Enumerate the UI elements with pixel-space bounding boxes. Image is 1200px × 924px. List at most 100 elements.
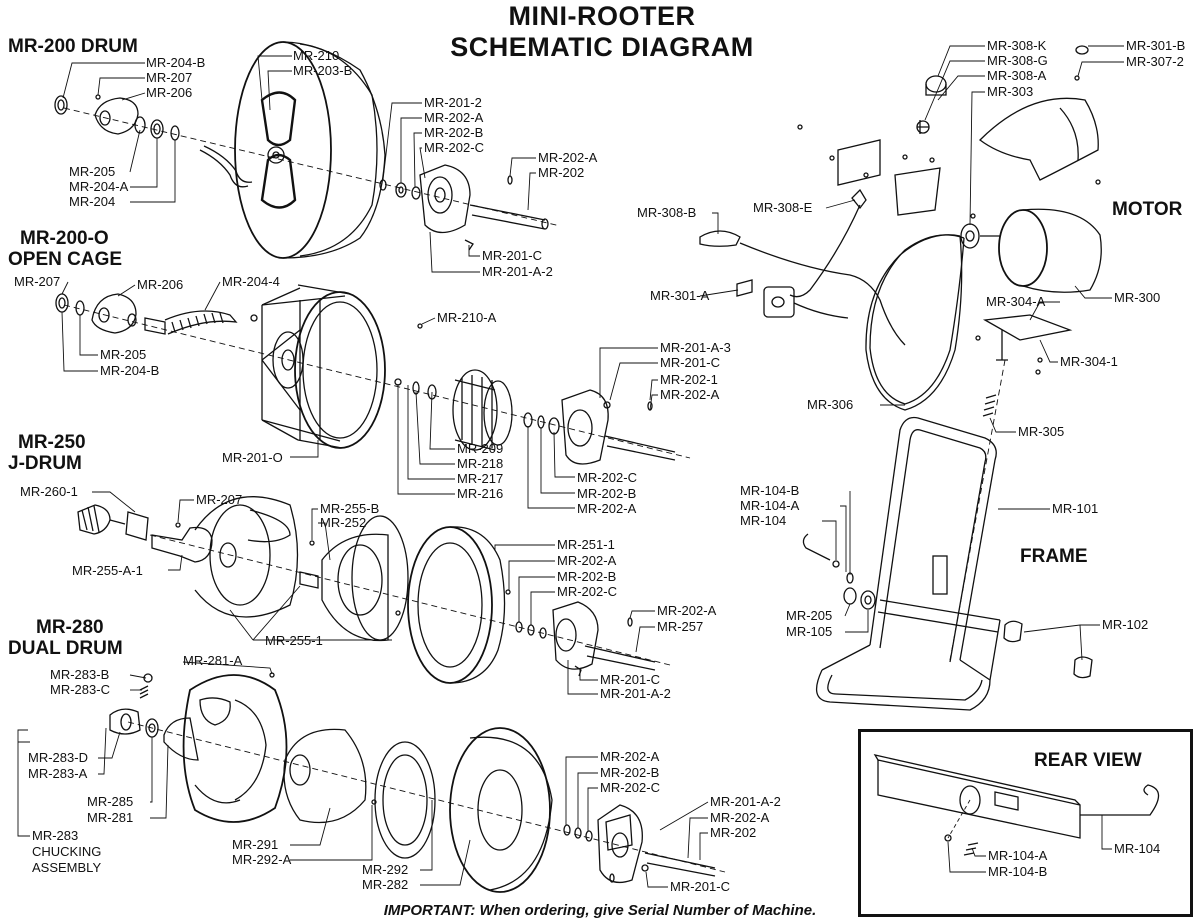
part-label: MR-104-B [740, 483, 800, 498]
part-label: MR-104-A [740, 498, 800, 513]
section-subtitle-open-cage: OPEN CAGE [8, 249, 123, 270]
part-label: MR-202-A [424, 110, 484, 125]
part-label: MR-218 [457, 456, 504, 471]
part-label: MR-207 [196, 492, 243, 507]
part-label: MR-301-B [1126, 38, 1186, 53]
part-label: MR-104 [1114, 841, 1161, 856]
part-label: MR-202-A [557, 553, 617, 568]
part-label: MR-281-A [183, 653, 243, 668]
part-label: ASSEMBLY [32, 860, 102, 875]
part-label: MR-201-O [222, 450, 283, 465]
ordering-note: IMPORTANT: When ordering, give Serial Nu… [383, 902, 817, 919]
part-label: MR-202-A [657, 603, 717, 618]
part-label: MR-307-2 [1126, 54, 1184, 69]
part-label: MR-308-G [987, 53, 1048, 68]
part-label: MR-255-B [320, 501, 380, 516]
part-label: MR-283-B [50, 667, 110, 682]
part-label: MR-283 [32, 828, 79, 843]
part-label: MR-308-K [987, 38, 1047, 53]
part-label: MR-202-A [577, 501, 637, 516]
part-label: MR-202 [538, 165, 585, 180]
part-label: MR-205 [786, 608, 833, 623]
part-label: MR-204-B [146, 55, 206, 70]
leader-lines [17, 45, 1124, 888]
part-label: MR-201-A-2 [482, 264, 553, 279]
part-label: MR-202-C [424, 140, 484, 155]
part-label: MR-104 [740, 513, 787, 528]
part-label: MR-202-B [424, 125, 484, 140]
part-label: MR-202-C [557, 584, 617, 599]
part-label: MR-252 [320, 515, 367, 530]
part-label: MR-206 [146, 85, 193, 100]
part-label: CHUCKING [32, 844, 102, 859]
part-label: MR-205 [100, 347, 147, 362]
section-title-motor: MOTOR [1112, 199, 1183, 220]
rear-view-box [858, 729, 1193, 917]
part-label: MR-291 [232, 837, 279, 852]
motor-parts [699, 45, 1102, 661]
diagram-title-line-1: MINI-ROOTER [508, 1, 696, 31]
part-label: MR-255-A-1 [72, 563, 143, 578]
part-label: MR-202-B [557, 569, 617, 584]
part-label: MR-282 [362, 877, 409, 892]
part-label: MR-202-B [577, 486, 637, 501]
section-title-mr-200-o: MR-200-O [20, 228, 109, 249]
mr-200-drum-parts [54, 41, 561, 259]
part-label: MR-300 [1114, 290, 1161, 305]
mr-280-parts [109, 672, 726, 893]
part-label: MR-201-C [660, 355, 720, 370]
part-label: MR-202-A [538, 150, 598, 165]
part-label: MR-204-B [100, 363, 160, 378]
part-label: MR-202-C [600, 780, 660, 795]
part-label: MR-292 [362, 862, 409, 877]
rear-view-parts [873, 754, 1160, 856]
part-label: MR-201-A-2 [600, 686, 671, 701]
part-label: MR-304-1 [1060, 354, 1118, 369]
mr-200-o-parts [55, 284, 691, 465]
part-label: MR-102 [1102, 617, 1149, 632]
section-subtitle-j-drum: J-DRUM [8, 453, 82, 474]
part-label: MR-201-C [670, 879, 730, 894]
part-label: MR-202-1 [660, 372, 718, 387]
part-label: MR-204-4 [222, 274, 280, 289]
part-label: MR-305 [1018, 424, 1065, 439]
part-label: MR-201-A-3 [660, 340, 731, 355]
section-title-mr-280: MR-280 [36, 617, 104, 638]
part-label: MR-217 [457, 471, 504, 486]
part-label: MR-204-A [69, 179, 129, 194]
part-label: MR-202-B [600, 765, 660, 780]
part-label: MR-255-1 [265, 633, 323, 648]
section-title-mr-200: MR-200 DRUM [8, 36, 138, 57]
frame-parts [802, 416, 1093, 711]
section-title-rear-view: REAR VIEW [1034, 750, 1142, 771]
part-label: MR-303 [987, 84, 1034, 99]
part-label: MR-104-B [988, 864, 1048, 879]
part-label: MR-202-C [577, 470, 637, 485]
part-label: MR-202-A [660, 387, 720, 402]
part-label: MR-251-1 [557, 537, 615, 552]
part-label: MR-201-2 [424, 95, 482, 110]
section-subtitle-dual-drum: DUAL DRUM [8, 638, 123, 659]
part-label: MR-204 [69, 194, 116, 209]
part-label: MR-216 [457, 486, 504, 501]
part-label: MR-292-A [232, 852, 292, 867]
part-label: MR-201-A-2 [710, 794, 781, 809]
part-label: MR-202-A [600, 749, 660, 764]
part-label: MR-207 [146, 70, 193, 85]
part-label: MR-306 [807, 397, 854, 412]
part-label: MR-304-A [986, 294, 1046, 309]
part-label: MR-260-1 [20, 484, 78, 499]
part-label: MR-201-C [600, 672, 660, 687]
part-label: MR-201-C [482, 248, 542, 263]
part-label: MR-283-A [28, 766, 88, 781]
part-label: MR-104-A [988, 848, 1048, 863]
part-label: MR-210 [293, 48, 340, 63]
part-label: MR-105 [786, 624, 833, 639]
part-label: MR-301-A [650, 288, 710, 303]
diagram-title-line-2: SCHEMATIC DIAGRAM [450, 32, 754, 62]
part-label: MR-203-B [293, 63, 353, 78]
part-label: MR-206 [137, 277, 184, 292]
part-label: MR-209 [457, 441, 504, 456]
part-label: MR-285 [87, 794, 134, 809]
